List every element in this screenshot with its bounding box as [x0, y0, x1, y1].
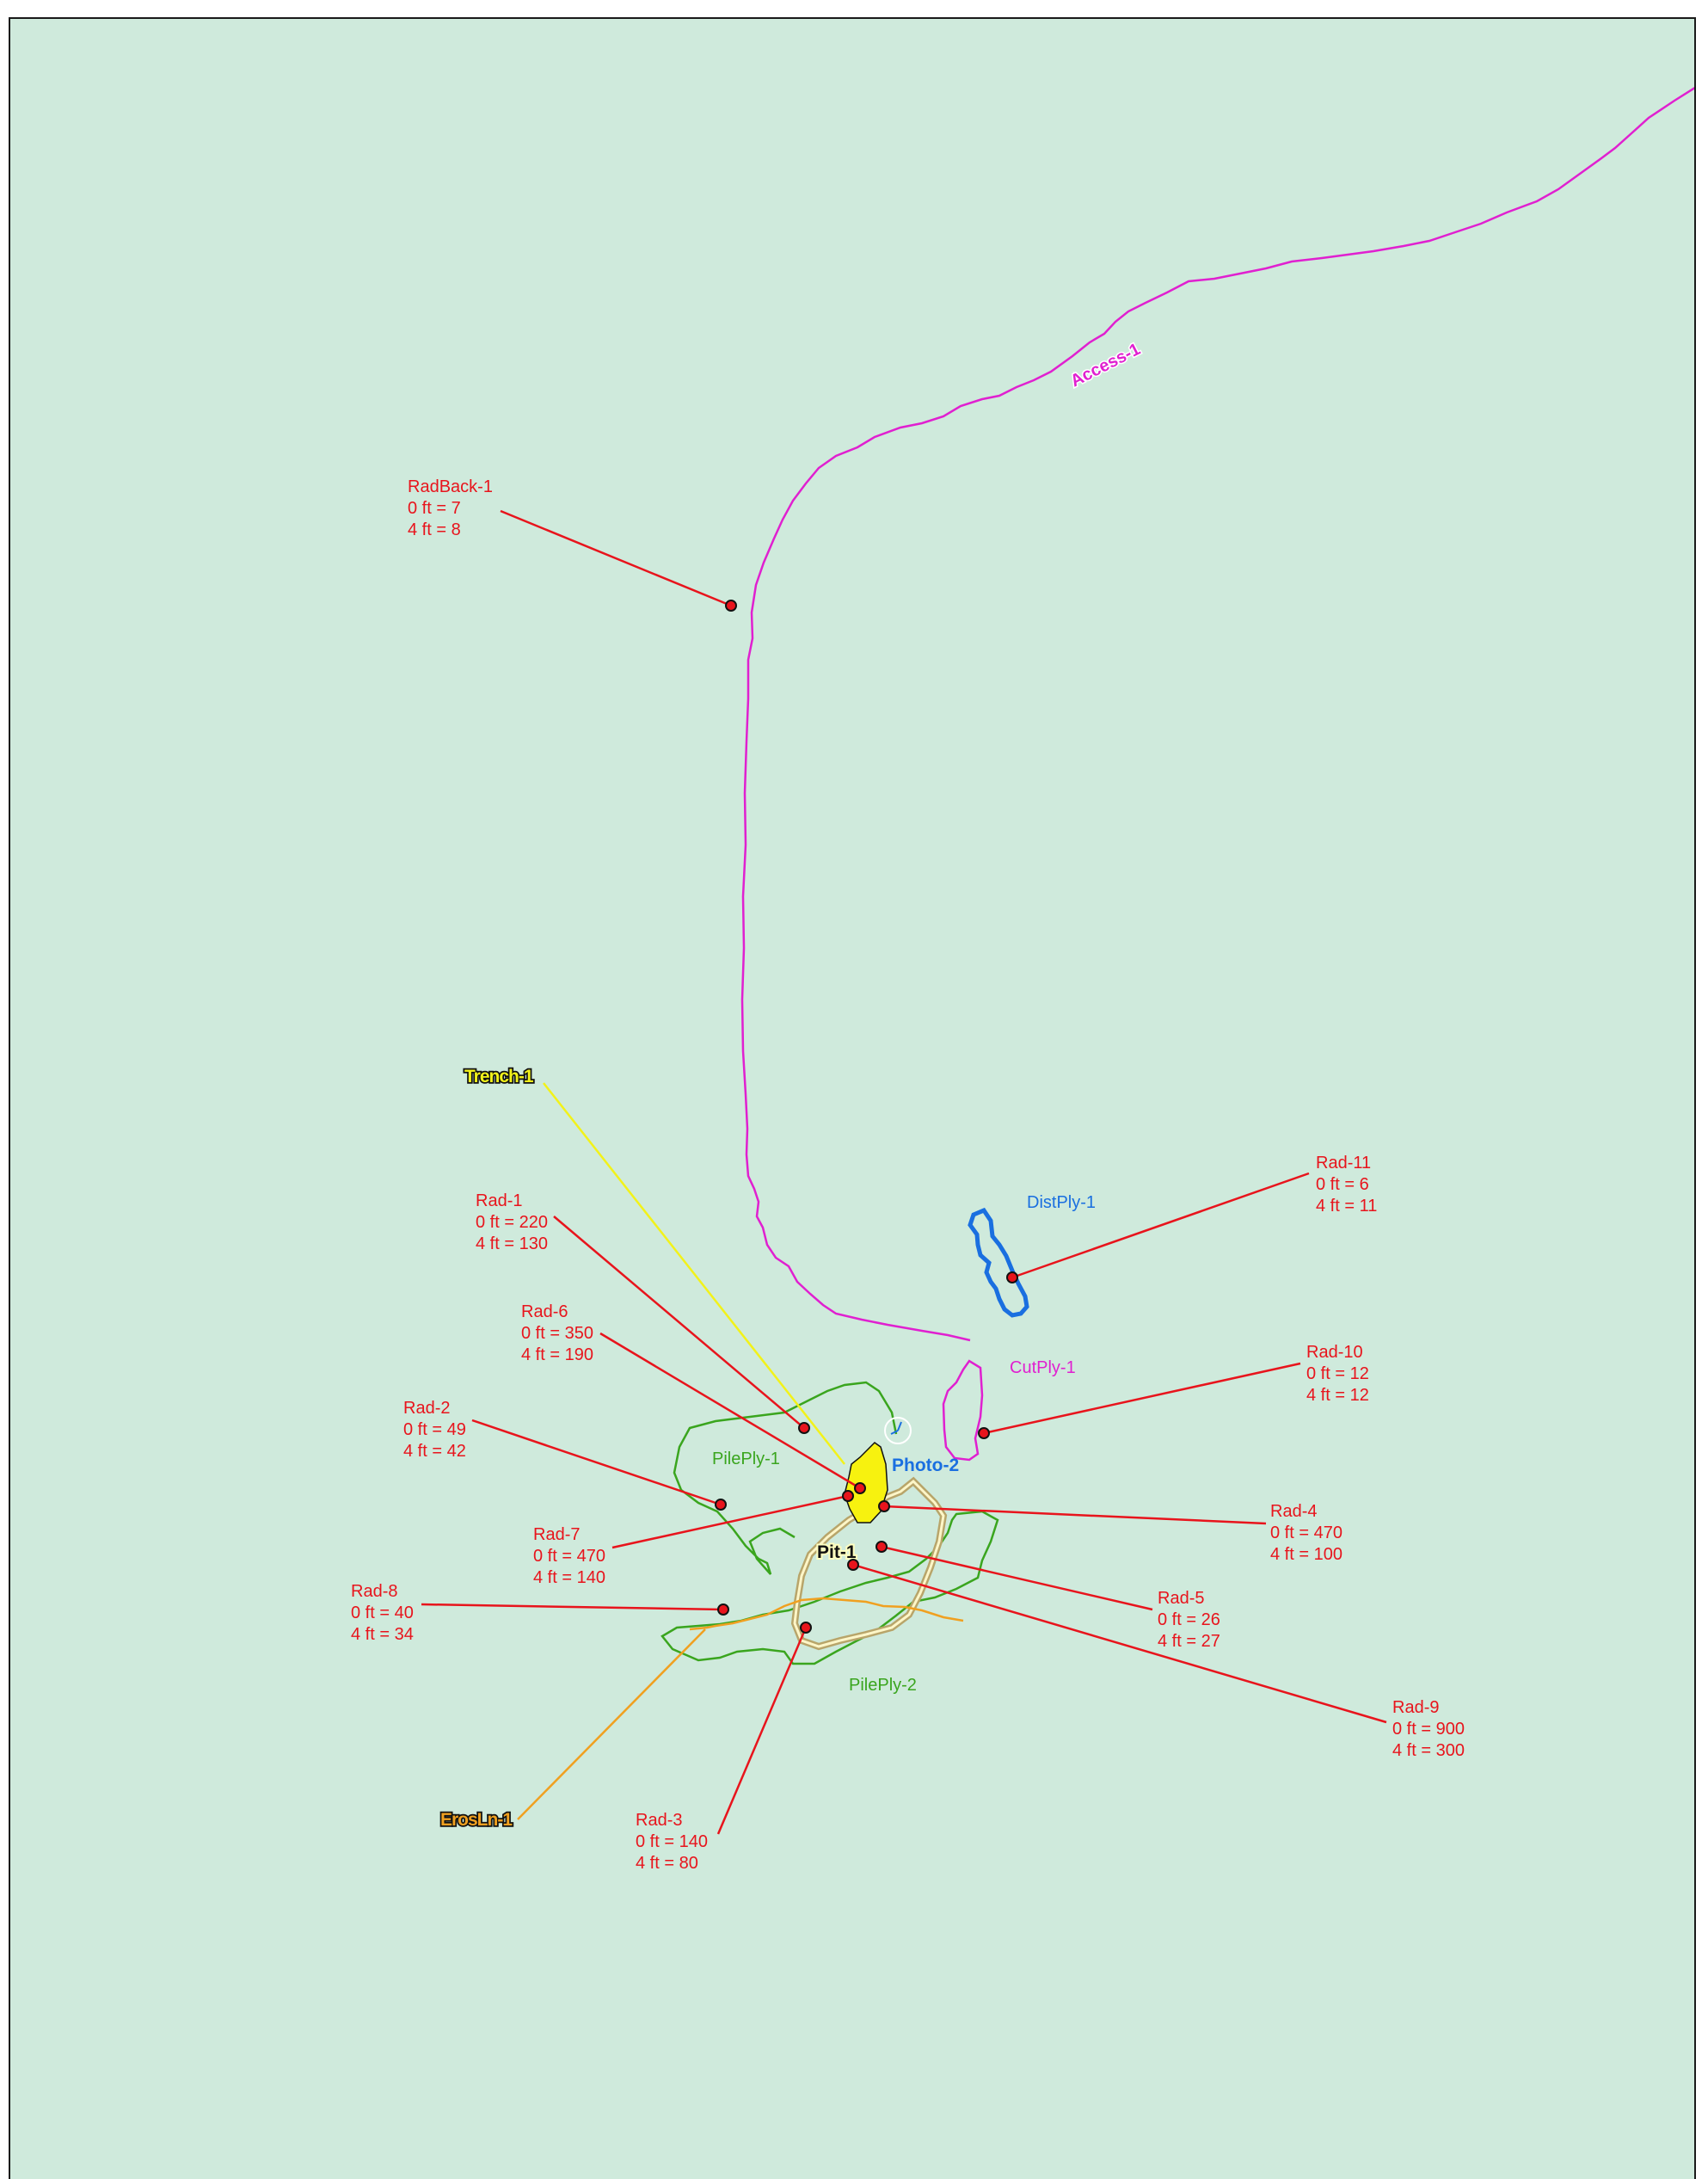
rad-2-reading-0ft: 0 ft = 49 [403, 1420, 466, 1439]
radback-1-reading-4ft: 4 ft = 8 [408, 520, 461, 539]
distply-label: DistPly-1 [1027, 1193, 1096, 1212]
rad-9-reading-4ft: 4 ft = 300 [1392, 1741, 1465, 1760]
rad-7-label: Rad-7 [533, 1525, 580, 1544]
rad-7-reading-0ft: 0 ft = 470 [533, 1547, 605, 1566]
radiation-layer: RadBack-1 0 ft = 7 4 ft = 8 Rad-1 0 ft = 220… [351, 477, 1465, 1873]
rad-8-label: Rad-8 [351, 1582, 397, 1601]
rad-8-reading-4ft: 4 ft = 34 [351, 1625, 414, 1644]
rad-2-label: Rad-2 [403, 1399, 450, 1418]
rad-4-point[interactable] [878, 1500, 890, 1512]
rad-1-reading-0ft: 0 ft = 220 [476, 1213, 548, 1232]
cutply-polygon [942, 1359, 984, 1462]
rad-1-point[interactable] [798, 1422, 810, 1434]
rad-2-leader [471, 1419, 722, 1506]
rad-5-reading-4ft: 4 ft = 27 [1158, 1632, 1220, 1651]
rad-4-reading-4ft: 4 ft = 100 [1270, 1545, 1342, 1564]
pileply2-polygon [660, 1510, 999, 1665]
trench-polygon [844, 1442, 888, 1523]
rad-11-leader [1011, 1172, 1310, 1279]
rad-9-reading-0ft: 0 ft = 900 [1392, 1720, 1465, 1739]
map-frame: Access-1 DistPly-1 CutPly-1 PilePly-1 Pi… [9, 17, 1696, 2179]
rad-7-point[interactable] [842, 1490, 854, 1502]
map-canvas: Access-1 DistPly-1 CutPly-1 PilePly-1 Pi… [351, 87, 1694, 1873]
rad-11-reading-0ft: 0 ft = 6 [1316, 1175, 1369, 1194]
rad-11-reading-4ft: 4 ft = 11 [1316, 1197, 1377, 1216]
rad-5-reading-0ft: 0 ft = 26 [1158, 1610, 1220, 1629]
rad-6-label: Rad-6 [521, 1302, 568, 1321]
rad-4-label: Rad-4 [1270, 1502, 1317, 1521]
rad-8-point[interactable] [717, 1603, 729, 1616]
rad-10-label: Rad-10 [1306, 1343, 1363, 1362]
rad-4-leader [883, 1505, 1267, 1525]
radback-1-point[interactable] [725, 600, 737, 612]
rad-11-label: Rad-11 [1316, 1154, 1371, 1173]
rad-5-label: Rad-5 [1158, 1589, 1204, 1608]
pileply1-polygon [673, 1381, 898, 1575]
trench-label: Trench-1 [464, 1067, 534, 1086]
rad-10-reading-0ft: 0 ft = 12 [1306, 1364, 1369, 1383]
rad-3-leader [716, 1627, 808, 1835]
radback-1-leader [500, 509, 732, 607]
rad-1-label: Rad-1 [476, 1191, 522, 1210]
rad-3-point[interactable] [800, 1622, 812, 1634]
erosion-leader [517, 1628, 706, 1820]
distply-polygon [968, 1207, 1029, 1318]
rad-3-reading-0ft: 0 ft = 140 [636, 1832, 708, 1851]
erosion-label: ErosLn-1 [440, 1810, 513, 1830]
radback-1-reading-0ft: 0 ft = 7 [408, 499, 461, 518]
radback-1-label: RadBack-1 [408, 477, 493, 496]
rad-9-leader [852, 1563, 1387, 1724]
cutply-label: CutPly-1 [1010, 1358, 1076, 1377]
rad-6-reading-0ft: 0 ft = 350 [521, 1324, 593, 1343]
trench-leader [543, 1082, 845, 1465]
rad-2-reading-4ft: 4 ft = 42 [403, 1442, 466, 1461]
rad-5-point[interactable] [876, 1541, 888, 1553]
pit-label: Pit-1 [817, 1542, 857, 1562]
photo-label: Photo-2 [892, 1456, 959, 1475]
rad-5-leader [881, 1545, 1153, 1611]
rad-6-reading-4ft: 4 ft = 190 [521, 1345, 593, 1364]
rad-7-leader [611, 1494, 849, 1549]
rad-3-label: Rad-3 [636, 1811, 682, 1830]
erosion-line [689, 1597, 964, 1631]
pit-outline [790, 1476, 948, 1651]
rad-11-point[interactable] [1006, 1271, 1018, 1283]
rad-4-reading-0ft: 0 ft = 470 [1270, 1523, 1342, 1542]
rad-7-reading-4ft: 4 ft = 140 [533, 1568, 605, 1587]
photo-icon [884, 1417, 912, 1444]
rad-8-reading-0ft: 0 ft = 40 [351, 1603, 414, 1622]
rad-8-leader [421, 1603, 724, 1611]
rad-10-leader [983, 1362, 1301, 1435]
rad-9-label: Rad-9 [1392, 1698, 1439, 1717]
rad-6-point[interactable] [854, 1482, 866, 1494]
rad-2-point[interactable] [715, 1499, 727, 1511]
pileply1-label: PilePly-1 [712, 1450, 780, 1468]
rad-10-point[interactable] [978, 1427, 990, 1439]
access-line [740, 87, 1694, 1342]
rad-1-leader [553, 1216, 805, 1429]
access-label: Access-1 [1067, 340, 1143, 391]
rad-3-reading-4ft: 4 ft = 80 [636, 1854, 698, 1873]
rad-1-reading-4ft: 4 ft = 130 [476, 1234, 548, 1253]
rad-6-leader [599, 1332, 861, 1490]
rad-9-point[interactable] [847, 1559, 859, 1571]
rad-10-reading-4ft: 4 ft = 12 [1306, 1386, 1369, 1405]
pileply2-label: PilePly-2 [849, 1676, 917, 1695]
